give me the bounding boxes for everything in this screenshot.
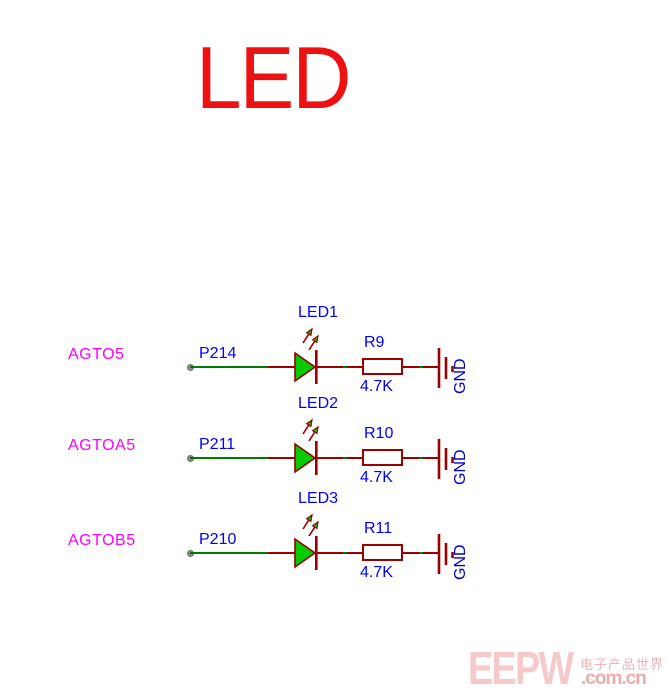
net-wire <box>190 457 269 459</box>
resistor-value: 4.7K <box>360 469 393 486</box>
ground-label: GND <box>452 544 469 580</box>
wire-led-to-resistor <box>316 552 363 554</box>
resistor-designator: R9 <box>364 334 385 351</box>
eepw-logo: EEPW <box>468 642 574 694</box>
ground-icon <box>437 348 454 388</box>
wire-junction-dot <box>343 552 347 554</box>
resistor-value: 4.7K <box>360 564 393 581</box>
led-designator: LED3 <box>298 490 339 507</box>
light-emission-arrows-icon <box>302 418 319 441</box>
resistor-body <box>362 544 403 561</box>
resistor-value: 4.7K <box>360 378 393 395</box>
resistor-body <box>362 449 403 466</box>
wire-led-to-resistor <box>316 457 363 459</box>
net-wire <box>190 552 269 554</box>
led-circuit-row-1: AGTO5 P214 LED1 R9 4.7K GND <box>0 302 668 402</box>
wire-led-to-resistor <box>316 366 363 368</box>
resistor-designator: R11 <box>364 520 393 537</box>
wire-junction-dot <box>419 552 423 554</box>
schematic-title: LED <box>196 28 351 127</box>
led-diode-icon <box>294 441 318 475</box>
net-wire <box>190 366 269 368</box>
pin-label: P214 <box>199 345 237 362</box>
watermark-domain: .com.cn <box>581 668 647 689</box>
wire-junction-dot <box>419 366 423 368</box>
net-label: AGTOB5 <box>68 532 136 549</box>
ground-label: GND <box>452 358 469 394</box>
led-designator: LED2 <box>298 395 339 412</box>
led-circuit-row-2: AGTOA5 P211 LED2 R10 4.7K GND <box>0 393 668 493</box>
pin-wire-left <box>268 552 295 554</box>
net-label: AGTOA5 <box>68 437 136 454</box>
resistor-body <box>362 358 403 375</box>
pin-wire-left <box>268 457 295 459</box>
eepw-watermark: EEPW 电子产品世界 .com.cn <box>468 642 668 694</box>
wire-junction-dot <box>343 366 347 368</box>
net-label: AGTO5 <box>68 346 125 363</box>
resistor-designator: R10 <box>364 425 394 442</box>
wire-junction-dot <box>343 457 347 459</box>
light-emission-arrows-icon <box>302 327 319 350</box>
ground-icon <box>437 439 454 479</box>
led-circuit-row-3: AGTOB5 P210 LED3 R11 4.7K GND <box>0 488 668 588</box>
led-designator: LED1 <box>298 304 339 321</box>
pin-wire-left <box>268 366 295 368</box>
pin-label: P211 <box>199 436 236 453</box>
ground-label: GND <box>452 449 469 485</box>
pin-label: P210 <box>199 531 237 548</box>
ground-icon <box>437 534 454 574</box>
wire-junction-dot <box>419 457 423 459</box>
light-emission-arrows-icon <box>302 513 319 536</box>
watermark-chinese-text: 电子产品世界 <box>580 658 665 673</box>
